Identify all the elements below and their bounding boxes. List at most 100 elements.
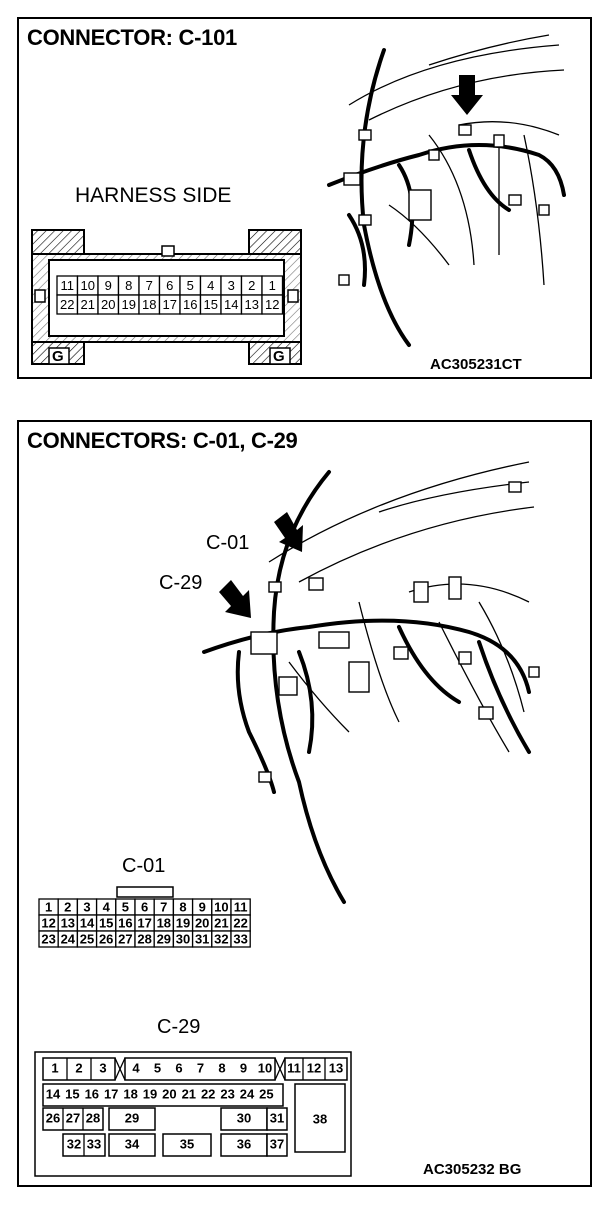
c101-pin-4: 4 <box>207 278 214 293</box>
c29-pin-1: 1 <box>51 1060 58 1075</box>
c01-pin-9: 9 <box>199 899 206 914</box>
panel-title: CONNECTOR: C-101 <box>27 25 237 50</box>
c101-pin-17: 17 <box>163 297 177 312</box>
c29-pin-35: 35 <box>180 1136 194 1151</box>
c29-pin-29: 29 <box>125 1110 139 1125</box>
c29-pin-32: 32 <box>67 1136 81 1151</box>
c29-label: C-29 <box>157 1016 201 1038</box>
c101-pin-2: 2 <box>248 278 255 293</box>
c01-pin-20: 20 <box>195 915 209 930</box>
c29-pin-24: 24 <box>240 1086 255 1101</box>
c01-pin-18: 18 <box>157 915 171 930</box>
c29-pin-34: 34 <box>125 1136 140 1151</box>
c29-pin-33: 33 <box>87 1136 101 1151</box>
c101-pin-3: 3 <box>228 278 235 293</box>
c01-pin-15: 15 <box>99 915 113 930</box>
c29-pin-28: 28 <box>86 1110 100 1125</box>
c29-pin-20: 20 <box>162 1086 176 1101</box>
c29-pin-18: 18 <box>123 1086 137 1101</box>
figure-code: AC305232 BG <box>423 1161 522 1178</box>
c01-pin-14: 14 <box>80 915 95 930</box>
c01-pin-10: 10 <box>214 899 228 914</box>
ground-right-label: G <box>273 348 285 365</box>
c101-pin-5: 5 <box>187 278 194 293</box>
c29-pin-5: 5 <box>154 1060 161 1075</box>
figure-code: AC305231CT <box>430 356 522 373</box>
connectors-c01-c29-panel: CONNECTORS: C-01, C-29 <box>17 420 592 1187</box>
c01-pin-19: 19 <box>176 915 190 930</box>
c101-pin-9: 9 <box>105 278 112 293</box>
c01-pin-33-cell <box>230 930 251 948</box>
c29-pin-10: 10 <box>258 1060 272 1075</box>
c01-pin-24: 24 <box>61 931 76 946</box>
c101-pin-6: 6 <box>166 278 173 293</box>
c01-pin-8: 8 <box>179 899 186 914</box>
c29-pin-19: 19 <box>143 1086 157 1101</box>
c01-pin-16: 16 <box>118 915 132 930</box>
dashboard-harness-illustration <box>202 461 540 904</box>
arrow-down-icon <box>451 75 483 115</box>
c29-pin-14: 14 <box>46 1086 61 1101</box>
c29-pin-21: 21 <box>182 1086 196 1101</box>
c29-pin-4: 4 <box>132 1060 140 1075</box>
c01-label: C-01 <box>122 855 166 877</box>
c29-pin-6: 6 <box>175 1060 182 1075</box>
c101-pin-10: 10 <box>81 278 95 293</box>
c01-pin-23: 23 <box>41 931 55 946</box>
c01-pin-31: 31 <box>195 931 209 946</box>
c01-pin-22: 22 <box>233 915 247 930</box>
c01-pin-13: 13 <box>61 915 75 930</box>
dashboard-harness-illustration <box>327 34 566 347</box>
c101-pin-11: 11 <box>61 278 75 293</box>
c29-pin-37: 37 <box>270 1136 284 1151</box>
callout-c29: C-29 <box>159 572 203 594</box>
c101-pin-8: 8 <box>125 278 132 293</box>
c29-pin-16: 16 <box>85 1086 99 1101</box>
c101-pin-20: 20 <box>101 297 115 312</box>
c01-pin-4: 4 <box>103 899 111 914</box>
c29-pin-27: 27 <box>66 1110 80 1125</box>
c29-pin-8: 8 <box>218 1060 225 1075</box>
c29-pin-11: 11 <box>287 1060 301 1075</box>
c101-pin-12-cell <box>261 294 284 315</box>
c29-pin-25: 25 <box>259 1086 273 1101</box>
c29-pin-22: 22 <box>201 1086 215 1101</box>
c29-pin-36: 36 <box>237 1136 251 1151</box>
c29-pin-12: 12 <box>307 1060 321 1075</box>
c101-pin-13: 13 <box>245 297 259 312</box>
c29-pin-23: 23 <box>220 1086 234 1101</box>
c29-pin-15: 15 <box>65 1086 79 1101</box>
c01-pin-21: 21 <box>214 915 228 930</box>
c101-pin-7: 7 <box>146 278 153 293</box>
c01-pin-33: 33 <box>233 931 247 946</box>
c01-pin-6: 6 <box>141 899 148 914</box>
c101-pin-12: 12 <box>265 297 279 312</box>
c01-pin-27: 27 <box>118 931 132 946</box>
callout-c01: C-01 <box>206 532 250 554</box>
c29-pin-26: 26 <box>46 1110 60 1125</box>
harness-side-label: HARNESS SIDE <box>75 184 232 207</box>
c29-pin-3: 3 <box>99 1060 106 1075</box>
c101-pin-15: 15 <box>204 297 218 312</box>
c101-pin-16: 16 <box>183 297 197 312</box>
c29-pin-2: 2 <box>75 1060 82 1075</box>
c01-pin-28: 28 <box>137 931 151 946</box>
c101-pin-1: 1 <box>269 278 276 293</box>
c29-pin-31: 31 <box>270 1110 284 1125</box>
c01-pin-3: 3 <box>83 899 90 914</box>
arrow-c29-icon <box>219 580 251 618</box>
c29-pin-9: 9 <box>240 1060 247 1075</box>
c01-pin-29: 29 <box>157 931 171 946</box>
c29-pin-13: 13 <box>329 1060 343 1075</box>
ground-left-label: G <box>52 348 64 365</box>
c101-pin-21: 21 <box>81 297 95 312</box>
c01-pin-17: 17 <box>137 915 151 930</box>
c01-pin-25: 25 <box>80 931 94 946</box>
c29-pin-30: 30 <box>237 1110 251 1125</box>
c01-pin-1: 1 <box>45 899 52 914</box>
c101-pin-19: 19 <box>122 297 136 312</box>
